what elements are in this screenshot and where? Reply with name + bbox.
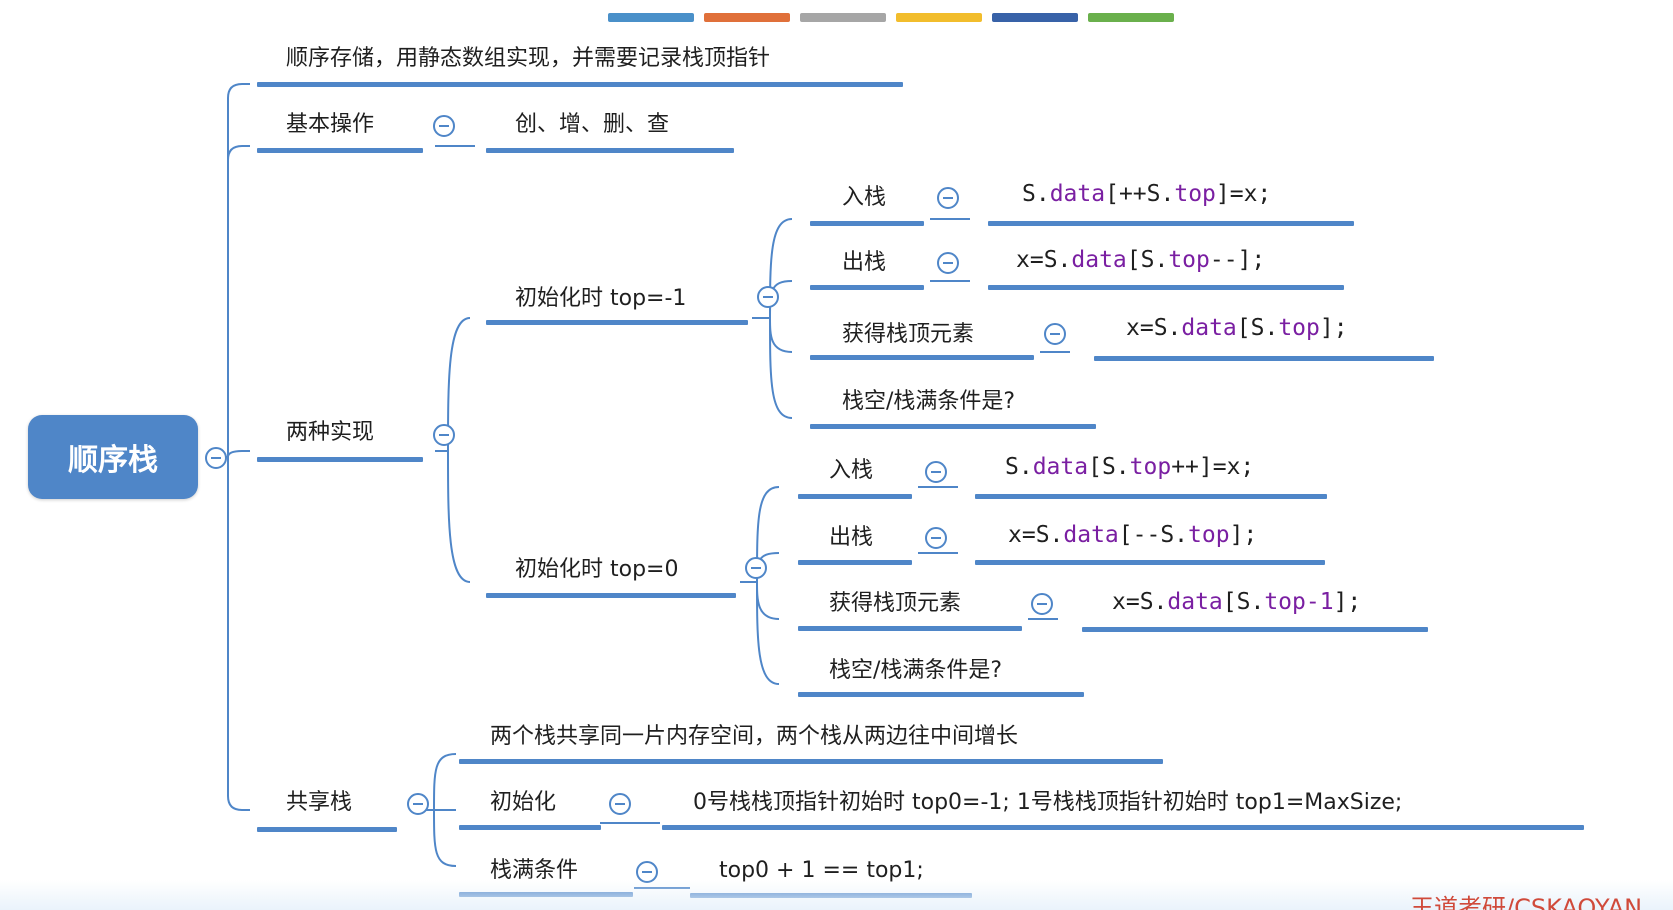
node-pop[interactable]: 出栈: [829, 525, 874, 550]
node-underline: [1082, 627, 1428, 632]
collapse-toggle-icon[interactable]: [937, 187, 959, 209]
node-crud[interactable]: 创、增、删、查: [515, 112, 670, 137]
watermark-text: 王道考研/CSKAOYAN: [1410, 895, 1643, 910]
code-push[interactable]: S.data[++S.top]=x;: [1022, 181, 1272, 207]
node-pop[interactable]: 出栈: [842, 250, 887, 275]
node-empty-full-cond[interactable]: 栈空/栈满条件是?: [842, 389, 1016, 414]
bottom-fade: [0, 880, 1673, 910]
collapse-toggle-icon[interactable]: [433, 115, 455, 137]
root-node[interactable]: 顺序栈: [28, 415, 198, 499]
collapse-toggle-icon[interactable]: [433, 424, 455, 446]
node-impl-top-0[interactable]: 初始化时 top=0: [515, 557, 679, 582]
color-swatch[interactable]: [1088, 13, 1174, 22]
node-get-top[interactable]: 获得栈顶元素: [842, 322, 975, 347]
node-underline: [988, 221, 1354, 226]
node-get-top[interactable]: 获得栈顶元素: [829, 591, 962, 616]
node-shared-init-detail[interactable]: 0号栈栈顶指针初始时 top0=-1; 1号栈栈顶指针初始时 top1=MaxS…: [693, 790, 1403, 815]
node-underline: [798, 626, 1022, 631]
node-shared-full-cond-detail[interactable]: top0 + 1 == top1;: [719, 858, 924, 883]
node-underline: [459, 759, 1163, 764]
node-shared-init[interactable]: 初始化: [490, 790, 557, 815]
node-underline: [257, 827, 397, 832]
node-push[interactable]: 入栈: [842, 185, 887, 210]
color-swatch[interactable]: [992, 13, 1078, 22]
node-underline: [486, 593, 736, 598]
code-push[interactable]: S.data[S.top++]=x;: [1005, 454, 1255, 480]
node-sequential-storage[interactable]: 顺序存储，用静态数组实现，并需要记录栈顶指针: [286, 46, 771, 71]
node-basic-ops[interactable]: 基本操作: [286, 112, 375, 137]
node-underline: [486, 320, 748, 325]
node-underline: [810, 355, 1034, 360]
code-pop[interactable]: x=S.data[--S.top];: [1008, 522, 1258, 548]
node-shared-desc[interactable]: 两个栈共享同一片内存空间，两个栈从两边往中间增长: [490, 724, 1019, 749]
collapse-toggle-icon[interactable]: [205, 447, 227, 469]
color-swatch[interactable]: [800, 13, 886, 22]
collapse-toggle-icon[interactable]: [1044, 323, 1066, 345]
node-underline: [257, 82, 903, 87]
color-swatch[interactable]: [704, 13, 790, 22]
node-underline: [486, 148, 734, 153]
node-empty-full-cond[interactable]: 栈空/栈满条件是?: [829, 658, 1003, 683]
collapse-toggle-icon[interactable]: [1031, 593, 1053, 615]
collapse-toggle-icon[interactable]: [609, 793, 631, 815]
node-impl-top-minus-1[interactable]: 初始化时 top=-1: [515, 286, 687, 311]
node-shared-full-cond[interactable]: 栈满条件: [490, 858, 579, 883]
collapse-toggle-icon[interactable]: [745, 557, 767, 579]
code-pop[interactable]: x=S.data[S.top--];: [1016, 247, 1266, 273]
collapse-toggle-icon[interactable]: [925, 527, 947, 549]
node-underline: [662, 825, 1584, 830]
node-underline: [810, 221, 924, 226]
node-underline: [257, 148, 423, 153]
node-push[interactable]: 入栈: [829, 458, 874, 483]
node-underline: [459, 825, 601, 830]
node-underline: [810, 424, 1096, 429]
node-underline: [257, 457, 423, 462]
color-swatch[interactable]: [896, 13, 982, 22]
collapse-toggle-icon[interactable]: [925, 461, 947, 483]
code-get-top[interactable]: x=S.data[S.top-1];: [1112, 589, 1362, 615]
collapse-toggle-icon[interactable]: [407, 793, 429, 815]
node-underline: [975, 560, 1325, 565]
code-get-top[interactable]: x=S.data[S.top];: [1126, 315, 1348, 341]
color-swatch[interactable]: [608, 13, 694, 22]
collapse-toggle-icon[interactable]: [937, 252, 959, 274]
node-underline: [810, 285, 924, 290]
node-two-implementations[interactable]: 两种实现: [286, 420, 375, 445]
node-underline: [975, 494, 1327, 499]
node-underline: [988, 285, 1344, 290]
node-underline: [798, 494, 912, 499]
node-underline: [798, 560, 912, 565]
node-underline: [1094, 356, 1434, 361]
collapse-toggle-icon[interactable]: [757, 286, 779, 308]
node-underline: [798, 692, 1084, 697]
node-shared-stack[interactable]: 共享栈: [286, 790, 353, 815]
